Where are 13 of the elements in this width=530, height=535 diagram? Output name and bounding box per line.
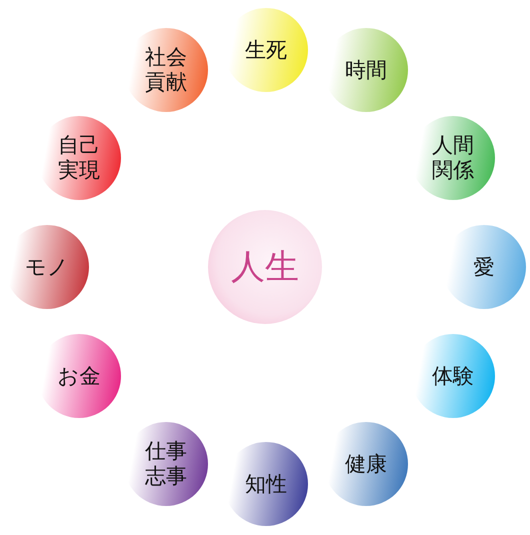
node-label: モノ [25, 254, 69, 280]
node-label: 人間関係 [431, 133, 475, 183]
node-label: 時間 [345, 58, 387, 82]
node-label: 健康 [345, 452, 387, 476]
node-label: 知性 [245, 472, 287, 496]
node-label: 社会貢献 [144, 45, 188, 95]
node-label: 自己実現 [57, 133, 101, 183]
node-label: 体験 [432, 364, 474, 388]
node-label: お金 [58, 364, 100, 388]
node-label: 仕事志事 [144, 439, 188, 489]
node-label: 愛 [474, 254, 494, 280]
node-label: 人生 [231, 247, 299, 287]
node-label: 生死 [245, 38, 287, 62]
